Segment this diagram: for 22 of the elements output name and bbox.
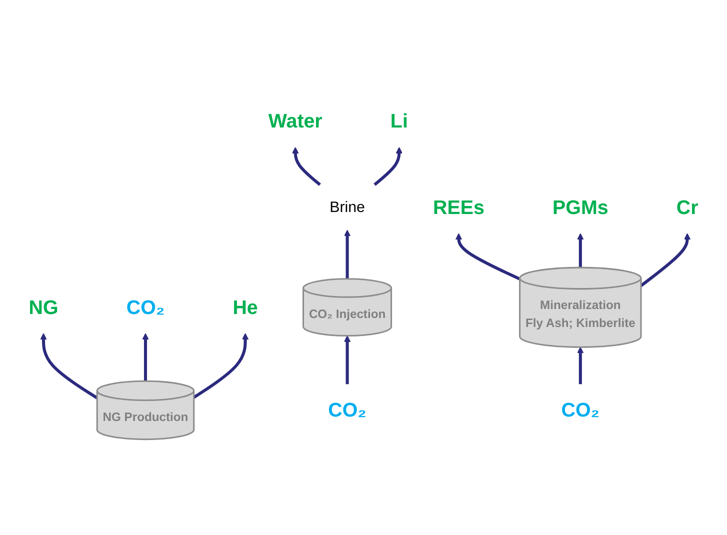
node-text: Water bbox=[268, 110, 322, 132]
arrow bbox=[577, 234, 584, 268]
arrow bbox=[344, 230, 351, 280]
node-text: PGMs bbox=[552, 196, 608, 219]
node-text: CO₂ bbox=[328, 398, 366, 422]
node-text: Li bbox=[390, 110, 408, 132]
arrow bbox=[40, 333, 98, 400]
arrow bbox=[193, 333, 249, 400]
arrow bbox=[374, 147, 402, 186]
node-text: NG bbox=[28, 296, 58, 319]
arrow bbox=[142, 333, 149, 382]
node-text: CO₂ bbox=[126, 296, 165, 319]
arrow bbox=[640, 234, 691, 288]
arrow bbox=[455, 234, 520, 281]
node-text: REEs bbox=[433, 196, 484, 219]
node-text: Brine bbox=[330, 199, 365, 216]
node-text: Cr bbox=[676, 196, 698, 219]
node-text: He bbox=[232, 296, 258, 319]
arrow bbox=[292, 147, 321, 186]
arrow bbox=[577, 347, 584, 384]
arrow bbox=[344, 336, 351, 384]
node-text: CO₂ bbox=[561, 398, 600, 422]
